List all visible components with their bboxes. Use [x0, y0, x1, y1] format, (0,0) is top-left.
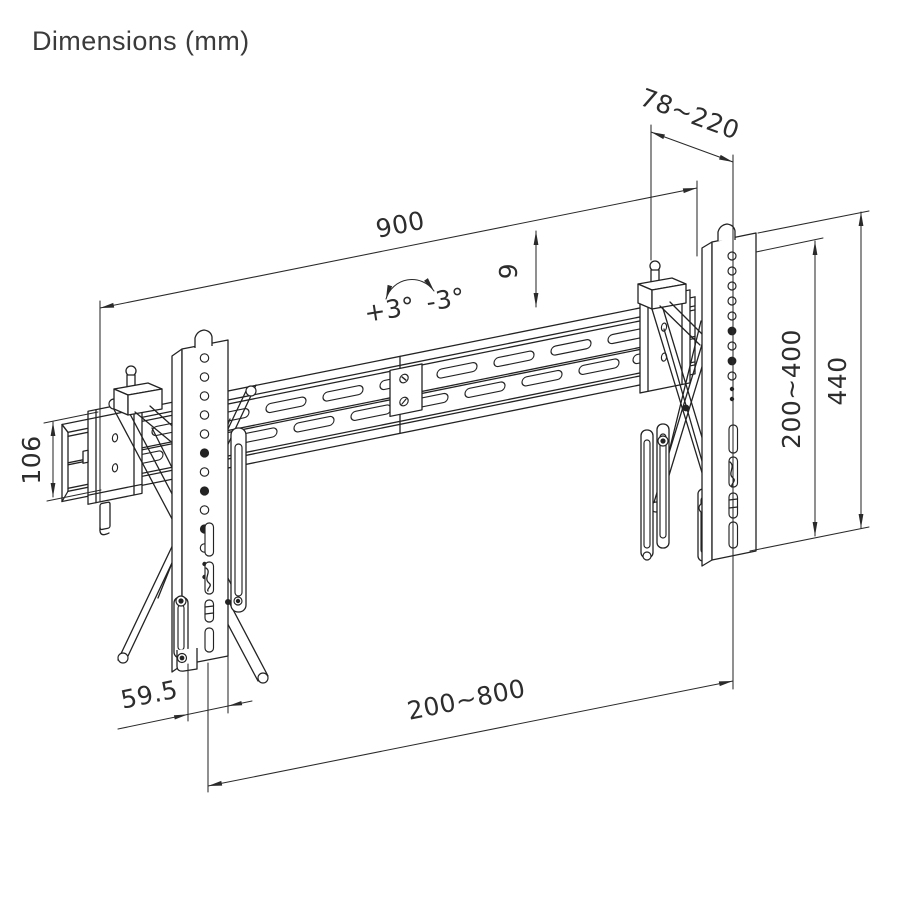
dimension-rail-gap: 9 — [494, 230, 539, 308]
vesa-holes-left — [199, 353, 210, 580]
vesa-slots-left — [204, 522, 215, 653]
dim-label-tilt-negative: -3° — [424, 282, 467, 317]
rail-joint — [389, 355, 423, 435]
vesa-holes-right — [727, 251, 737, 402]
dim-label-rail-height: 106 — [17, 435, 46, 484]
dim-label-bracket-offset: 59.5 — [118, 675, 180, 715]
dim-label-vesa-height: 200~400 — [777, 329, 806, 449]
dim-label-rail-gap: 9 — [494, 263, 523, 279]
dimension-bracket-height: 440 — [757, 210, 870, 529]
wall-rail — [61, 289, 696, 536]
dim-label-total-width: 900 — [373, 206, 427, 244]
dim-label-vesa-width: 200~800 — [405, 674, 528, 726]
dimension-rail-height: 106 — [17, 411, 102, 502]
page-title: Dimensions (mm) — [32, 26, 250, 56]
pop-latch-left — [113, 365, 189, 446]
dim-label-depth-range: 78~220 — [636, 83, 743, 146]
dimension-vesa-height: 200~400 — [749, 237, 870, 552]
wall-plate-left — [82, 399, 143, 536]
dim-label-tilt-positive: +3° — [362, 291, 417, 328]
tv-bracket-left — [171, 329, 231, 673]
tilt-annotation: +3° -3° — [362, 278, 467, 328]
dim-label-bracket-height: 440 — [823, 356, 852, 405]
tv-bracket-right — [701, 223, 757, 567]
dimension-vesa-width: 200~800 — [207, 662, 734, 793]
